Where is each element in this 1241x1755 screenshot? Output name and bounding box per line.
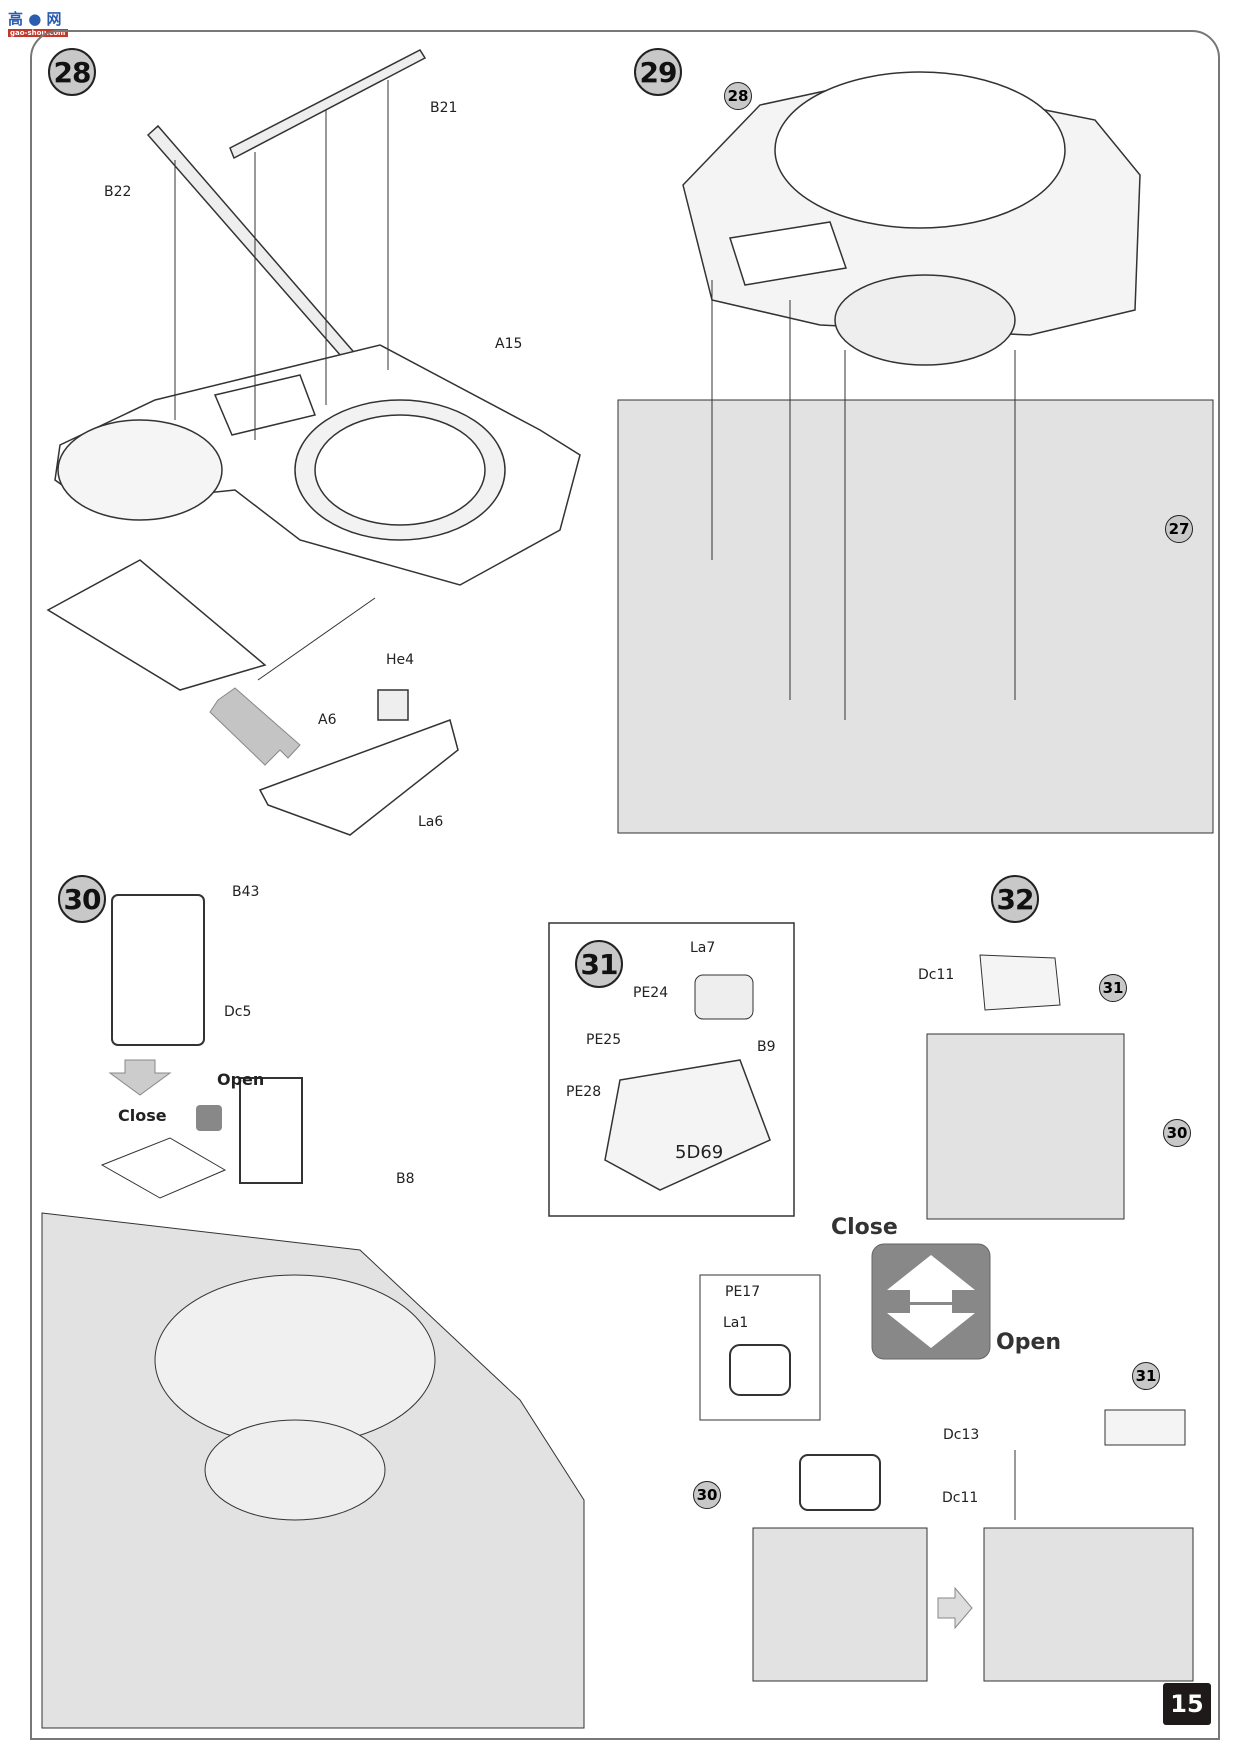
ref-step-28: 28 bbox=[724, 82, 752, 110]
label-b9: B9 bbox=[757, 1039, 776, 1055]
page-frame bbox=[30, 30, 1220, 1740]
direction-arrow bbox=[209, 687, 301, 766]
ref-step-30: 30 bbox=[1163, 1119, 1191, 1147]
hatch-31-a bbox=[979, 954, 1061, 1011]
label-pe17: PE17 bbox=[725, 1284, 761, 1300]
close-label: Close bbox=[831, 1215, 898, 1240]
part-b22 bbox=[146, 124, 367, 374]
label-dc11: Dc11 bbox=[918, 967, 955, 983]
turret-roof-29 bbox=[682, 71, 1141, 366]
hatch-open bbox=[239, 1077, 303, 1184]
part-a6 bbox=[258, 689, 459, 836]
label-pe25: PE25 bbox=[586, 1032, 622, 1048]
label-a6: A6 bbox=[318, 712, 337, 728]
part-code: 5D69 bbox=[675, 1142, 724, 1163]
ref-step-31-b: 31 bbox=[1132, 1362, 1160, 1390]
hatch-b43 bbox=[111, 894, 205, 1046]
label-la6: La6 bbox=[418, 814, 444, 830]
hull-render-32-right bbox=[983, 1527, 1194, 1682]
step-29-badge: 29 bbox=[634, 48, 682, 96]
label-open: Open bbox=[217, 1070, 265, 1089]
part-a15 bbox=[54, 344, 581, 586]
label-he4: He4 bbox=[386, 652, 415, 668]
step-30-badge: 30 bbox=[58, 875, 106, 923]
part-b9 bbox=[604, 1059, 771, 1191]
label-dc5: Dc5 bbox=[224, 1004, 252, 1020]
label-dc11-b: Dc11 bbox=[942, 1490, 979, 1506]
ref-step-31: 31 bbox=[1099, 974, 1127, 1002]
ref-step-30-b: 30 bbox=[693, 1481, 721, 1509]
hull-render-32-left bbox=[752, 1527, 928, 1682]
page-number: 15 bbox=[1163, 1683, 1211, 1725]
ref-step-27: 27 bbox=[1165, 515, 1193, 543]
label-dc13: Dc13 bbox=[943, 1427, 980, 1443]
label-b22: B22 bbox=[104, 184, 132, 200]
label-a15: A15 bbox=[495, 336, 523, 352]
label-close: Close bbox=[118, 1106, 167, 1125]
down-arrow bbox=[108, 1059, 172, 1096]
part-front-plate bbox=[46, 559, 267, 691]
part-la7 bbox=[694, 974, 754, 1020]
label-pe24: PE24 bbox=[633, 985, 669, 1001]
open-label: Open bbox=[996, 1330, 1062, 1355]
label-b8: B8 bbox=[396, 1171, 415, 1187]
label-b43: B43 bbox=[232, 884, 260, 900]
open-close-icon bbox=[196, 1105, 222, 1131]
part-b21 bbox=[229, 49, 427, 160]
label-la7: La7 bbox=[690, 940, 716, 956]
step-28-badge: 28 bbox=[48, 48, 96, 96]
label-la1: La1 bbox=[723, 1315, 749, 1331]
label-b21: B21 bbox=[430, 100, 458, 116]
hull-render-32 bbox=[926, 1033, 1125, 1220]
down-arrow-icon bbox=[887, 1305, 975, 1348]
up-arrow-icon bbox=[887, 1255, 975, 1302]
step-31-badge: 31 bbox=[575, 940, 623, 988]
hull-render-29 bbox=[617, 399, 1214, 834]
hatch-closed bbox=[100, 1137, 227, 1199]
right-arrow bbox=[937, 1586, 973, 1630]
step-32-badge: 32 bbox=[991, 875, 1039, 923]
label-pe28: PE28 bbox=[566, 1084, 602, 1100]
